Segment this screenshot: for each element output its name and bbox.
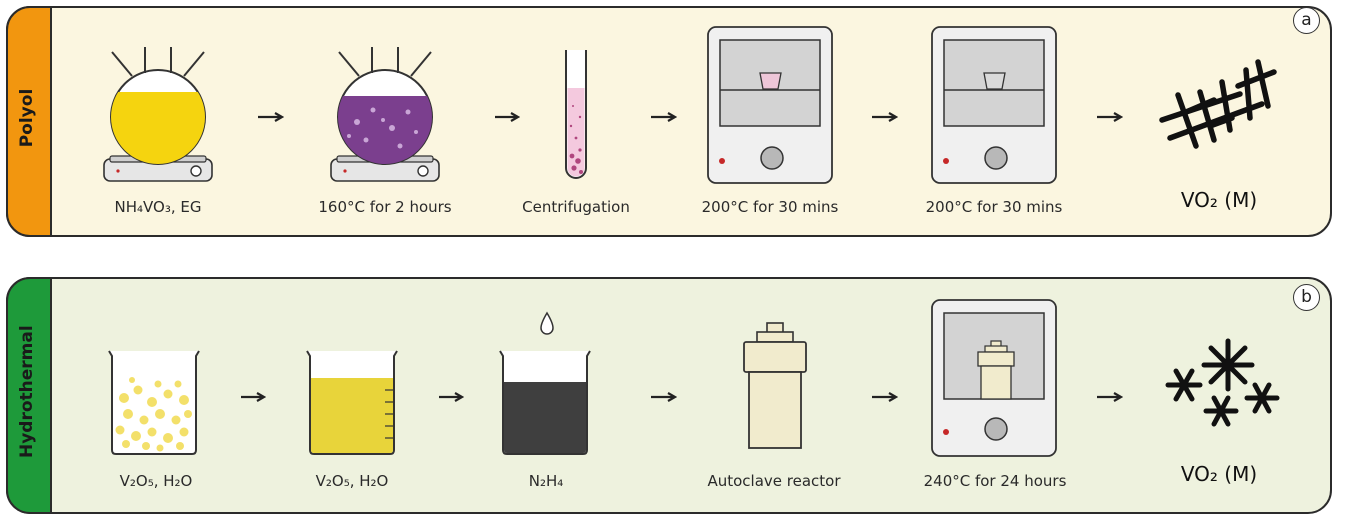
polyol-step-6-label: VO₂ (M) [1180,188,1258,212]
vo2-nanorods-icon [1159,59,1277,149]
hydrothermal-step-5-label: 240°C for 24 hours [923,472,1067,490]
panel-b-letter: b [1293,284,1320,311]
oven-pink-crucible-icon [707,26,833,184]
autoclave-icon [743,322,807,449]
vo2-nanostars-icon [1165,338,1280,427]
oven-gray-crucible-icon [931,26,1057,184]
hydrothermal-step-6-label: VO₂ (M) [1180,462,1258,486]
polyol-tag [6,6,52,237]
hydrothermal-tag [6,277,52,514]
flask-purple-icon [330,47,440,182]
hydrothermal-step-2-label: V₂O₅, H₂O [315,472,389,490]
hydrothermal-step-4-label: Autoclave reactor [707,472,841,490]
polyol-step-4-label: 200°C for 30 mins [701,198,839,216]
test-tube-icon [565,50,587,179]
beaker-particles-icon [108,350,200,455]
hydrothermal-step-3-label: N₂H₄ [528,472,564,490]
oven-autoclave-icon [931,299,1057,457]
polyol-step-1-label: NH₄VO₃, EG [114,198,202,216]
polyol-step-5-label: 200°C for 30 mins [925,198,1063,216]
hydrothermal-step-1-label: V₂O₅, H₂O [119,472,193,490]
beaker-yellow-icon [306,350,398,455]
flask-yellow-icon [103,47,213,182]
polyol-step-2-label: 160°C for 2 hours [318,198,452,216]
polyol-step-3-label: Centrifugation [522,198,630,216]
panel-a-letter: a [1293,7,1320,34]
beaker-black-drop-icon [499,311,591,455]
